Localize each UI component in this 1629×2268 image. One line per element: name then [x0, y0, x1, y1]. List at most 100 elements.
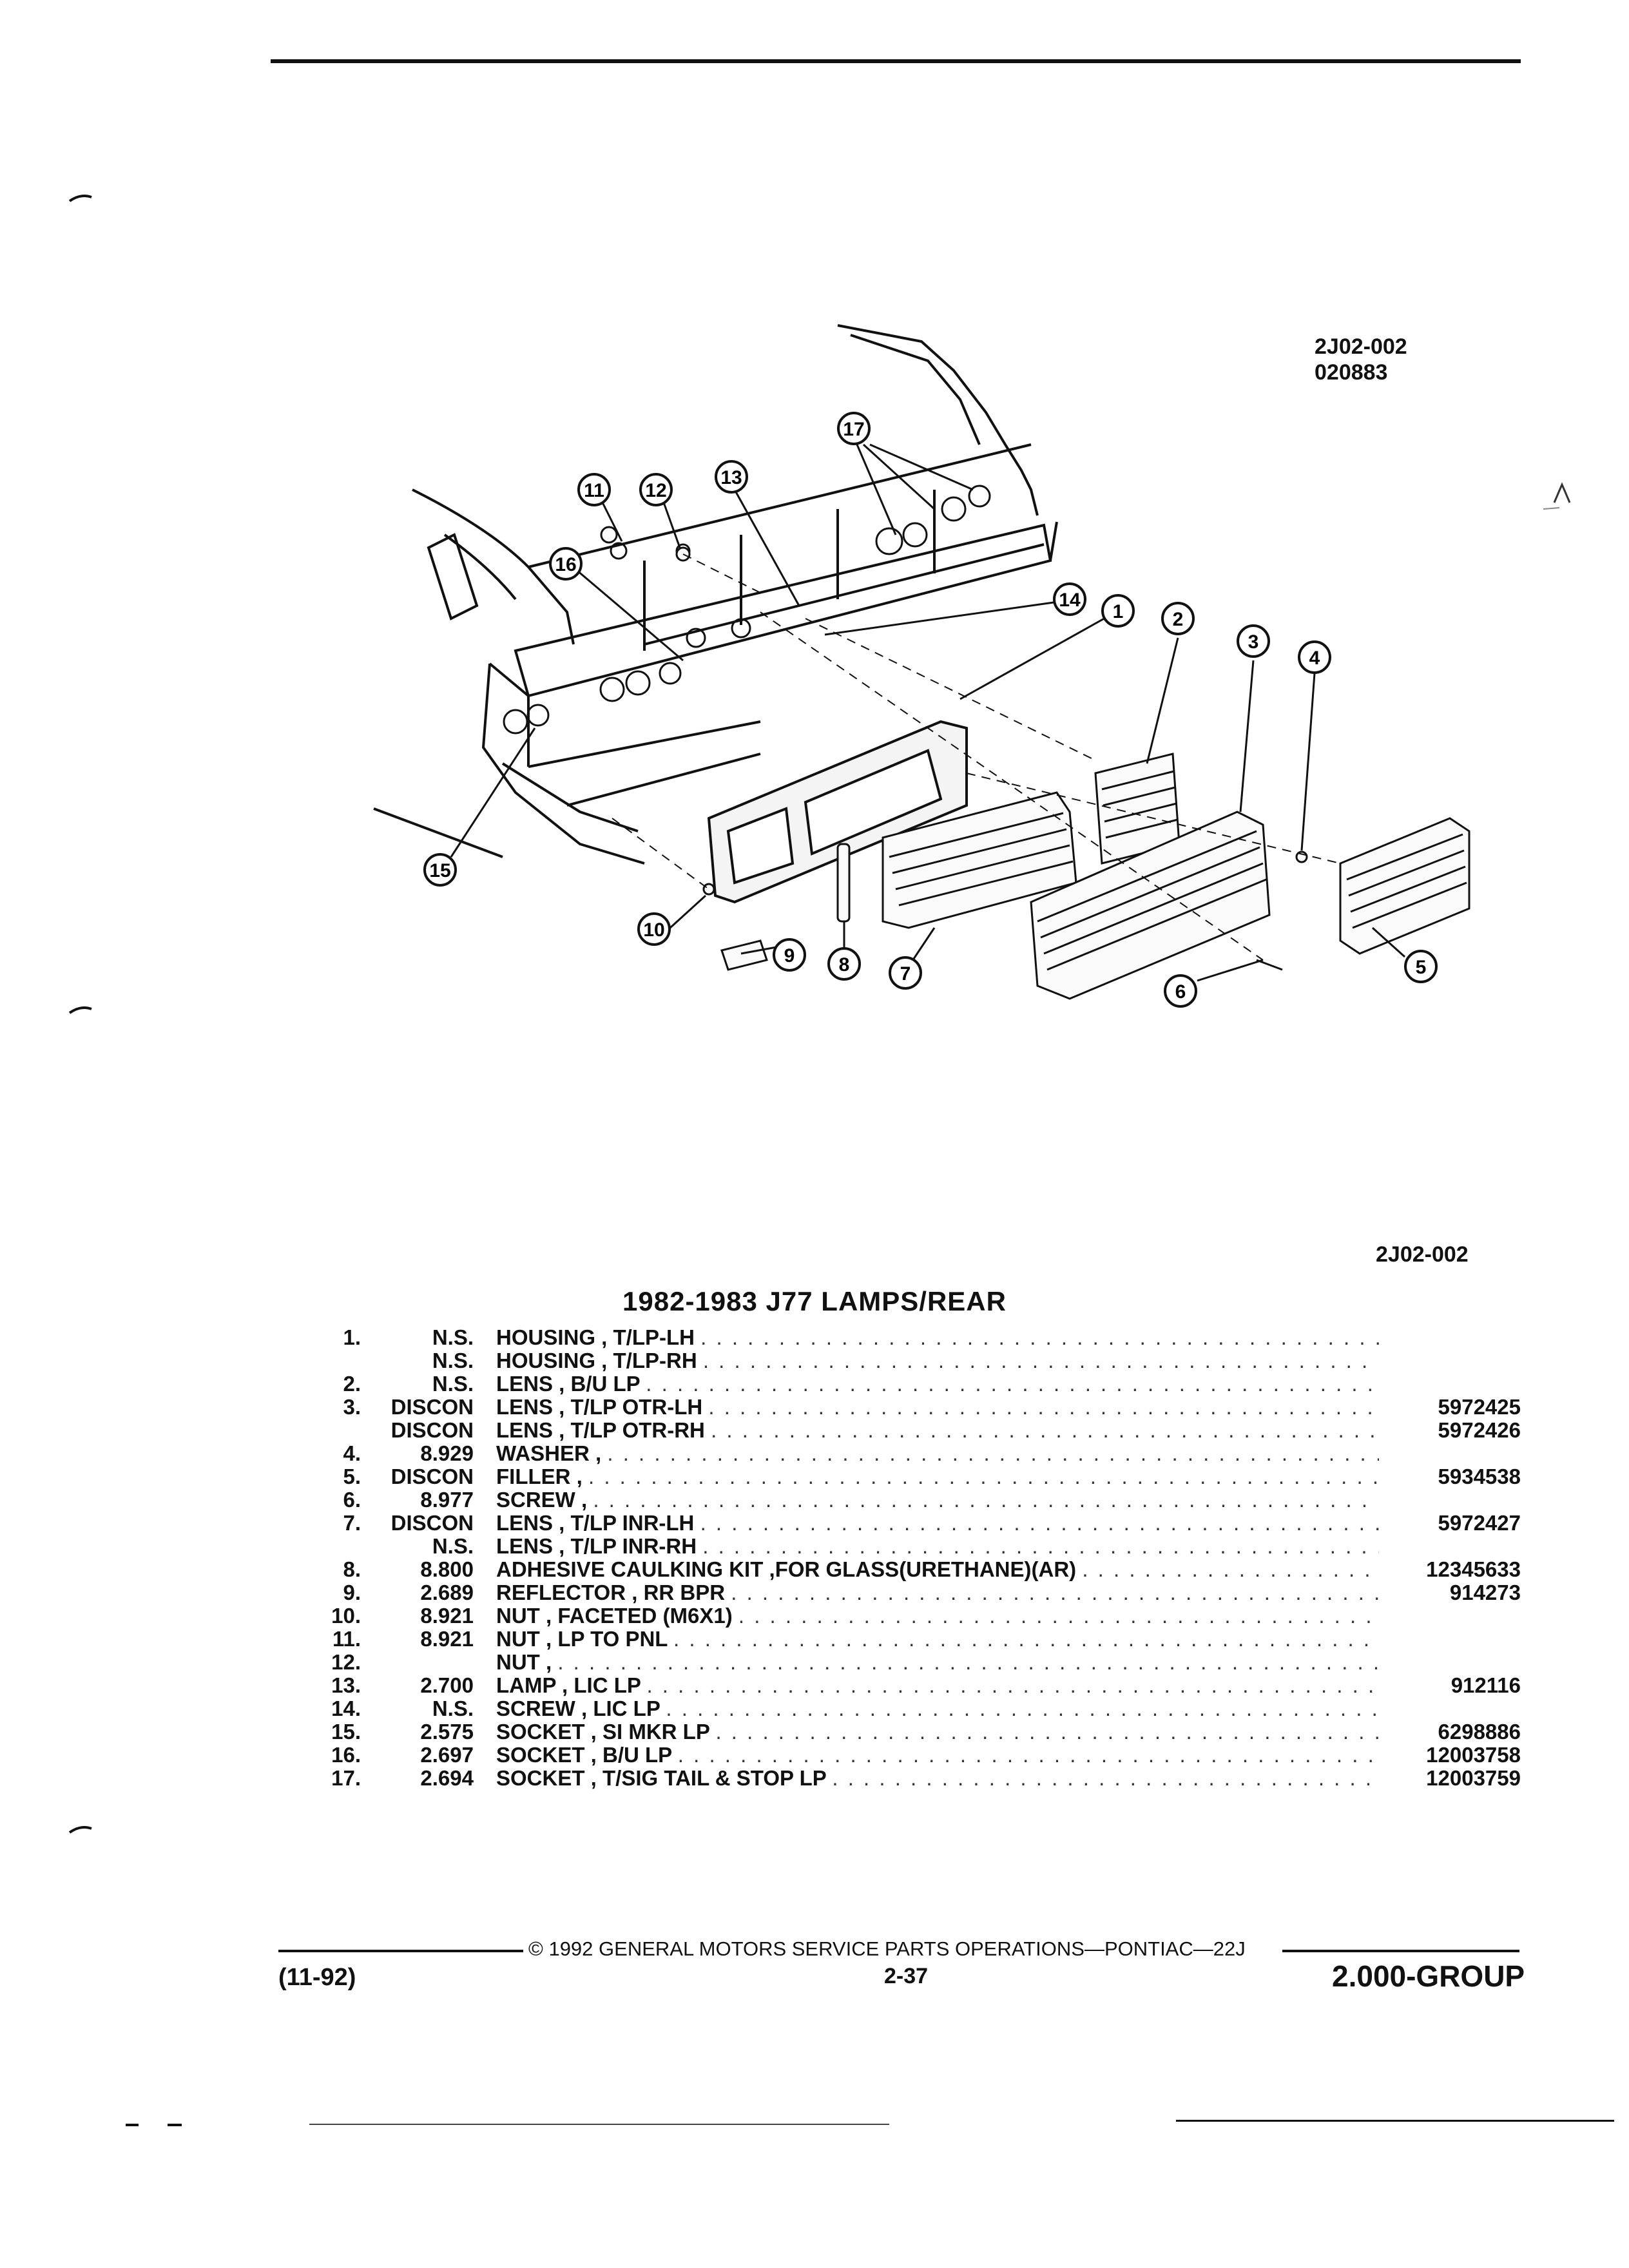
page-number: 2-37: [884, 1964, 929, 1988]
parts-row: DISCON LENS , T/LP OTR-RH . . . . . . . …: [0, 1419, 1629, 1442]
parts-row: 4. 8.929 WASHER , . . . . . . . . . . . …: [0, 1442, 1629, 1465]
callout-11: 11: [577, 473, 611, 506]
callout-16: 16: [549, 547, 583, 581]
footer-copyright: © 1992 GENERAL MOTORS SERVICE PARTS OPER…: [528, 1937, 1246, 1960]
item-description: HOUSING , T/LP-RH . . . . . . . . . . . …: [496, 1349, 1379, 1372]
callout-2: 2: [1161, 602, 1195, 635]
price-code: N.S.: [432, 1325, 474, 1349]
part-number: 12003758: [1426, 1743, 1521, 1767]
item-description: LENS , T/LP INR-LH . . . . . . . . . . .…: [496, 1512, 1379, 1535]
svg-text:6: 6: [1175, 981, 1186, 1003]
parts-row: 10. 8.921 NUT , FACETED (M6X1) . . . . .…: [0, 1604, 1629, 1628]
callout-12: 12: [639, 473, 673, 506]
exploded-view-diagram: 1 2 3 4 5 6 7 8 9 10 11 12 13 14 15 16 1…: [373, 324, 1470, 1008]
price-code: DISCON: [390, 1465, 474, 1488]
item-number: 4.: [343, 1441, 361, 1465]
svg-text:3: 3: [1248, 631, 1259, 653]
svg-text:16: 16: [555, 554, 576, 575]
price-code: N.S.: [432, 1696, 474, 1720]
item-description: SOCKET , SI MKR LP . . . . . . . . . . .…: [496, 1720, 1379, 1744]
assembly-lines: [612, 553, 1341, 961]
callout-15: 15: [423, 853, 457, 887]
callout-5: 5: [1404, 950, 1438, 983]
price-code: 8.800: [420, 1557, 474, 1581]
price-code: 2.575: [420, 1720, 474, 1744]
item-number: 11.: [332, 1627, 361, 1651]
svg-text:17: 17: [843, 419, 864, 440]
callout-4: 4: [1298, 640, 1331, 674]
item-number: 15.: [331, 1720, 361, 1744]
item-number: 10.: [331, 1604, 361, 1628]
parts-row: 7. DISCON LENS , T/LP INR-LH . . . . . .…: [0, 1512, 1629, 1535]
item-description: LENS , T/LP INR-RH . . . . . . . . . . .…: [496, 1535, 1379, 1558]
svg-text:15: 15: [429, 860, 450, 881]
part-number: 12003759: [1426, 1766, 1521, 1790]
parts-row: 12. NUT , . . . . . . . . . . . . . . . …: [0, 1651, 1629, 1674]
part-number: 12345633: [1426, 1557, 1521, 1581]
callout-10: 10: [637, 912, 671, 946]
item-description: SOCKET , T/SIG TAIL & STOP LP . . . . . …: [496, 1767, 1379, 1790]
callout-13: 13: [715, 460, 748, 494]
svg-text:1: 1: [1113, 601, 1124, 622]
price-code: 2.689: [420, 1581, 474, 1604]
item-description: SCREW , LIC LP . . . . . . . . . . . . .…: [496, 1697, 1379, 1720]
item-description: FILLER , . . . . . . . . . . . . . . . .…: [496, 1465, 1379, 1488]
price-code: 8.921: [420, 1604, 474, 1628]
price-code: 2.694: [420, 1766, 474, 1790]
item-number: 3.: [343, 1395, 361, 1419]
price-code: DISCON: [390, 1418, 474, 1442]
item-description: LAMP , LIC LP . . . . . . . . . . . . . …: [496, 1674, 1379, 1697]
item-number: 6.: [343, 1488, 361, 1512]
item-number: 8.: [343, 1557, 361, 1581]
price-code: DISCON: [390, 1395, 474, 1419]
svg-text:12: 12: [645, 480, 666, 501]
item-number: 5.: [343, 1465, 361, 1488]
callout-3: 3: [1237, 624, 1270, 658]
parts-row: 2. N.S. LENS , B/U LP . . . . . . . . . …: [0, 1372, 1629, 1396]
item-number: 9.: [343, 1581, 361, 1604]
parts-row: 9. 2.689 REFLECTOR , RR BPR . . . . . . …: [0, 1581, 1629, 1604]
parts-row: 16. 2.697 SOCKET , B/U LP . . . . . . . …: [0, 1744, 1629, 1767]
callout-14: 14: [1053, 582, 1086, 616]
leader-lines: [450, 443, 1406, 982]
svg-text:4: 4: [1309, 648, 1320, 669]
diagram-code-block: 2J02-002 020883: [1315, 334, 1407, 385]
diagram-code: 2J02-002: [1315, 334, 1407, 359]
item-description: NUT , . . . . . . . . . . . . . . . . . …: [496, 1651, 1379, 1674]
parts-row: 3. DISCON LENS , T/LP OTR-LH . . . . . .…: [0, 1396, 1629, 1419]
parts-row: 8. 8.800 ADHESIVE CAULKING KIT ,FOR GLAS…: [0, 1558, 1629, 1581]
price-code: N.S.: [432, 1349, 474, 1372]
footer-date: (11-92): [278, 1964, 356, 1991]
parts-row: 11. 8.921 NUT , LP TO PNL . . . . . . . …: [0, 1628, 1629, 1651]
part-number: 5972426: [1438, 1418, 1521, 1442]
item-number: 14.: [331, 1696, 361, 1720]
item-description: WASHER , . . . . . . . . . . . . . . . .…: [496, 1442, 1379, 1465]
item-description: NUT , FACETED (M6X1) . . . . . . . . . .…: [496, 1604, 1379, 1628]
callout-8: 8: [827, 947, 861, 981]
part-number: 914273: [1449, 1581, 1521, 1604]
item-number: 13.: [331, 1673, 361, 1697]
svg-text:7: 7: [900, 963, 911, 985]
svg-text:5: 5: [1416, 957, 1427, 978]
price-code: 8.921: [420, 1627, 474, 1651]
item-description: REFLECTOR , RR BPR . . . . . . . . . . .…: [496, 1581, 1379, 1604]
parts-row: 1. N.S. HOUSING , T/LP-LH . . . . . . . …: [0, 1326, 1629, 1349]
item-number: 2.: [343, 1372, 361, 1396]
parts-row: 15. 2.575 SOCKET , SI MKR LP . . . . . .…: [0, 1720, 1629, 1744]
item-description: LENS , T/LP OTR-RH . . . . . . . . . . .…: [496, 1419, 1379, 1442]
part-number: 6298886: [1438, 1720, 1521, 1744]
parts-row: 6. 8.977 SCREW , . . . . . . . . . . . .…: [0, 1488, 1629, 1512]
item-number: 16.: [331, 1743, 361, 1767]
section-code: 2J02-002: [1376, 1242, 1469, 1267]
item-description: HOUSING , T/LP-LH . . . . . . . . . . . …: [496, 1326, 1379, 1349]
item-description: SCREW , . . . . . . . . . . . . . . . . …: [496, 1488, 1379, 1512]
diagram-date-code: 020883: [1315, 360, 1388, 385]
price-code: 2.697: [420, 1743, 474, 1767]
price-code: 8.977: [420, 1488, 474, 1512]
price-code: 2.700: [420, 1673, 474, 1697]
svg-text:13: 13: [720, 467, 742, 488]
bottom-rule-right: [1176, 2120, 1614, 2122]
item-description: LENS , T/LP OTR-LH . . . . . . . . . . .…: [496, 1396, 1379, 1419]
item-description: SOCKET , B/U LP . . . . . . . . . . . . …: [496, 1744, 1379, 1767]
